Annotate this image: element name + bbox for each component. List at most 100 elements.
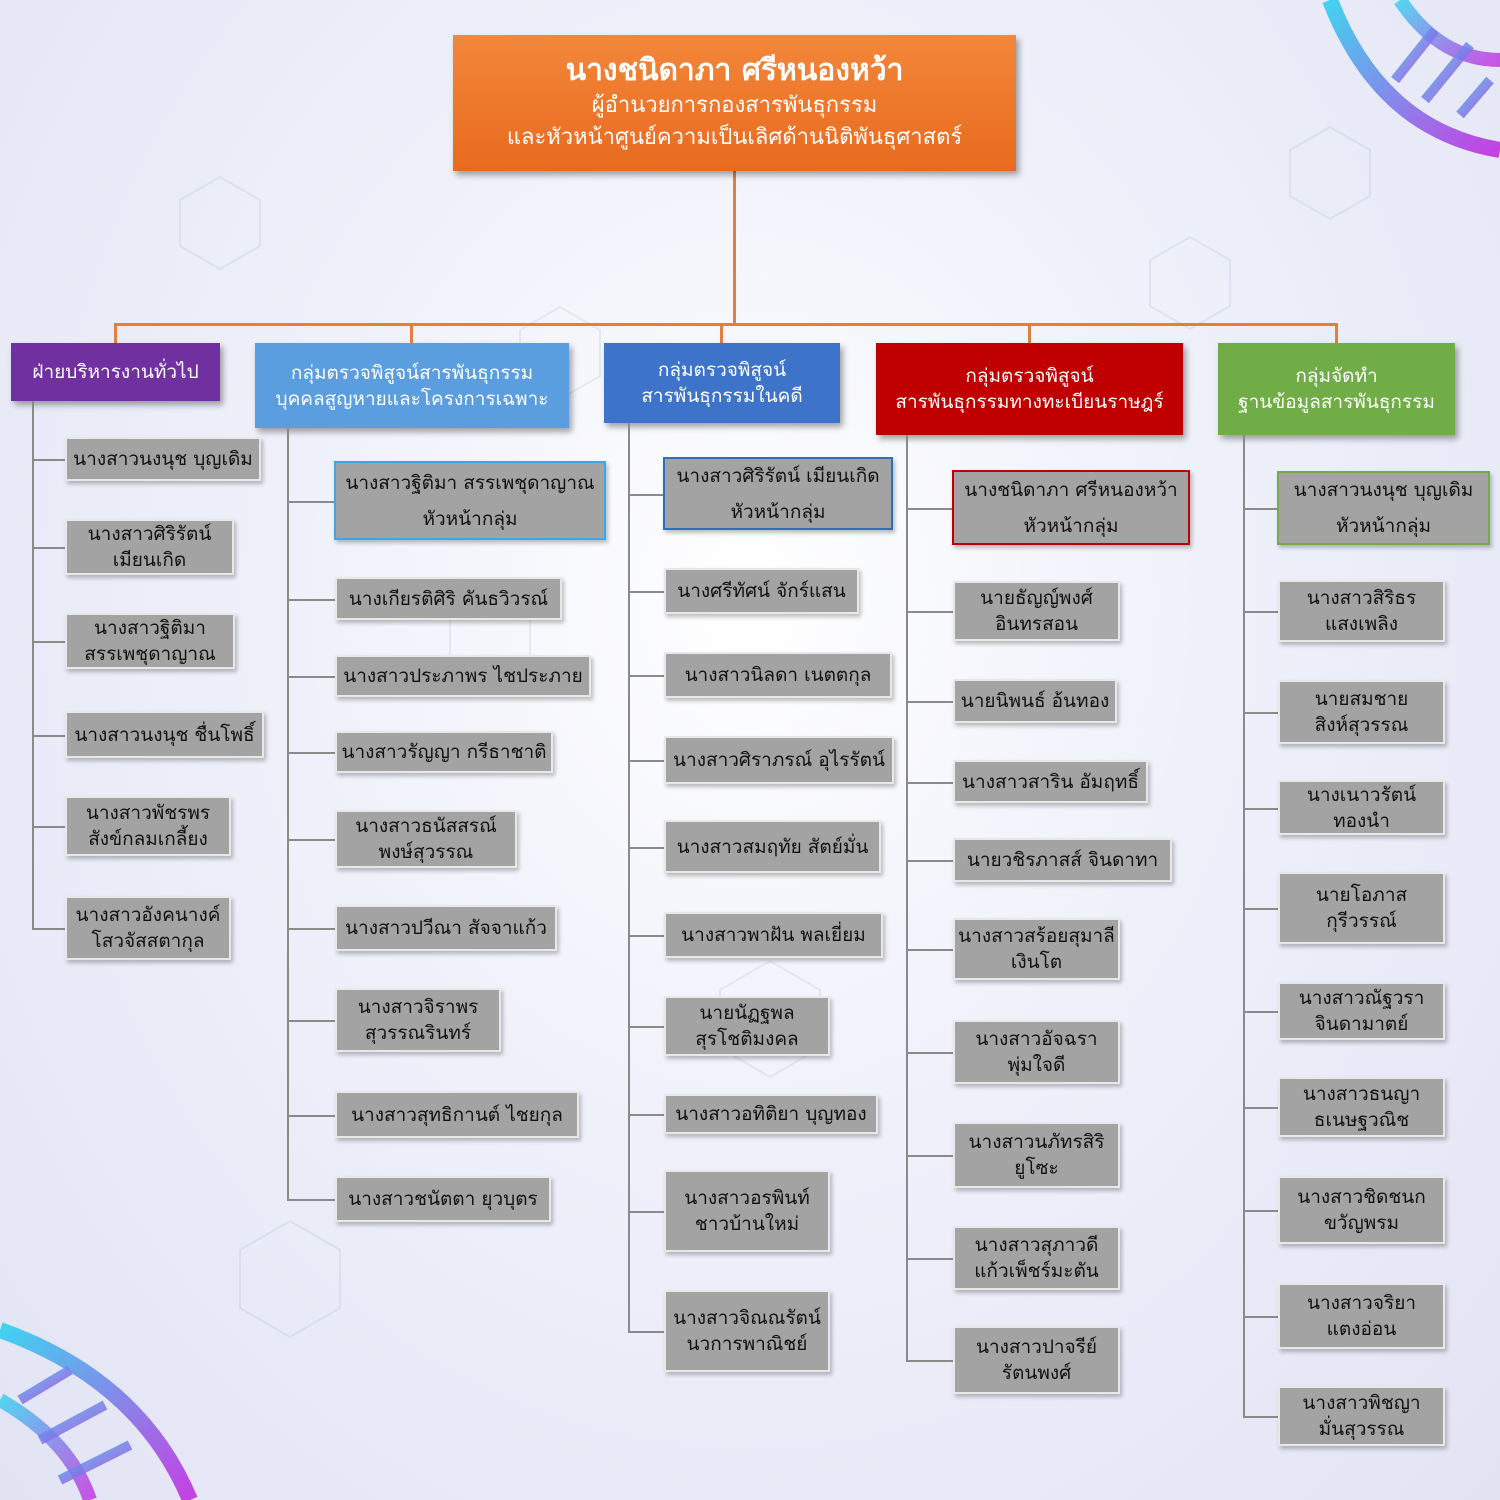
member-name: นางสาวประภาพร ไชประภาย xyxy=(343,665,583,687)
group-leader-card: นางสาวศิริรัตน์ เมียนเกิดหัวหน้ากลุ่ม xyxy=(663,457,893,530)
member-card: นางสาวพาฝัน พลเยี่ยม xyxy=(664,912,883,958)
member-card: นางสาวสาริน อัมฤทธิ์ xyxy=(953,760,1148,803)
tree-branch-line xyxy=(906,701,953,703)
tree-branch-line xyxy=(628,760,664,762)
member-card: นางสาวประภาพร ไชประภาย xyxy=(335,655,591,697)
member-name: นางสาวชิดชนก xyxy=(1297,1186,1426,1208)
member-name: นางสาวอรพินท์ xyxy=(684,1187,810,1209)
tree-trunk-line xyxy=(32,401,34,929)
department-label: กลุ่มตรวจพิสูจน์สารพันธุกรรม xyxy=(290,361,534,384)
department-civil-registration: กลุ่มตรวจพิสูจน์ สารพันธุกรรมทางทะเบียนร… xyxy=(876,343,1183,435)
member-name-line-2: ธเนษฐวณิช xyxy=(1313,1109,1410,1131)
tree-branch-line xyxy=(628,935,664,937)
member-name: นางสาวณัฐวรา xyxy=(1298,987,1425,1009)
member-card: นายนัฏฐพลสุรโชติมงคล xyxy=(664,996,830,1056)
department-label: กลุ่มจัดทำ xyxy=(1295,365,1378,387)
member-card: นางสาวอรพินท์ชาวบ้านใหม่ xyxy=(664,1170,830,1252)
member-name: นางสาวสร้อยสุมาลี xyxy=(958,925,1115,947)
member-card: นางสาวนิลดา เนตตกุล xyxy=(664,652,892,698)
member-name: นางสาวศิริรัตน์ เมียนเกิด xyxy=(676,464,880,487)
director-name: นางชนิดาภา ศรีหนองหว้า xyxy=(565,53,904,88)
member-name: นายวชิรภาสส์ จินดาทา xyxy=(966,849,1159,871)
member-card: นายสมชายสิงห์สุวรรณ xyxy=(1278,680,1445,744)
connector-dept-3 xyxy=(720,323,723,343)
tree-branch-line xyxy=(32,547,65,549)
member-name-line-2: ขวัญพรม xyxy=(1323,1212,1400,1234)
connector-horizontal xyxy=(114,323,1338,326)
tree-branch-line xyxy=(1243,508,1277,510)
member-card: นางสาวปาจรีย์รัตนพงศ์ xyxy=(953,1326,1120,1394)
member-name: นายธัญญ์พงศ์ xyxy=(980,587,1093,609)
member-name: นางสาวชนัตตา ยุวบุตร xyxy=(348,1188,538,1210)
member-name-line-2: แสงเพลิง xyxy=(1324,613,1399,635)
member-name: นางสาวรัญญา กรีธาชาติ xyxy=(341,741,547,763)
tree-branch-line xyxy=(1243,712,1278,714)
member-name-line-2: นวการพาณิชย์ xyxy=(686,1333,808,1355)
tree-branch-line xyxy=(628,1331,664,1333)
tree-branch-line xyxy=(906,1258,953,1260)
member-card: นางสาวชิดชนกขวัญพรม xyxy=(1278,1176,1445,1244)
member-name: นางสาวพัชรพร xyxy=(85,802,211,824)
tree-branch-line xyxy=(1243,1210,1278,1212)
tree-branch-line xyxy=(287,928,335,930)
group-leader-card: นางสาวนงนุช บุญเดิมหัวหน้ากลุ่ม xyxy=(1277,471,1490,545)
connector-dept-5 xyxy=(1335,323,1338,343)
member-name: นางสาวศิราภรณ์ อุไรรัตน์ xyxy=(673,749,885,771)
member-name: นางสาวสมฤทัย สัตย์มั่น xyxy=(676,835,869,858)
tree-trunk-line xyxy=(906,435,908,1361)
department-missing-persons: กลุ่มตรวจพิสูจน์สารพันธุกรรม บุคคลสูญหาย… xyxy=(255,343,569,428)
department-label: บุคคลสูญหายและโครงการเฉพาะ xyxy=(275,387,549,410)
member-card: นางสาวอทิติยา บุญทอง xyxy=(664,1094,878,1134)
tree-branch-line xyxy=(287,500,334,503)
member-role: หัวหน้ากลุ่ม xyxy=(1023,514,1119,537)
member-name: นางสาวอทิติยา บุญทอง xyxy=(675,1103,867,1125)
member-card: นางสาวจริยาแตงอ่อน xyxy=(1278,1283,1445,1349)
member-name: นางสาวจริยา xyxy=(1306,1292,1416,1314)
tree-branch-line xyxy=(287,1020,335,1022)
member-name: นายโอภาส xyxy=(1315,884,1408,906)
member-name-line-2: กุรีวรรณ์ xyxy=(1326,910,1397,932)
member-name: นางสาวพาฝัน พลเยี่ยม xyxy=(681,924,866,946)
member-card: นางสาวสมฤทัย สัตย์มั่น xyxy=(664,820,881,873)
member-card: นางสาวศิริรัตน์เมียนเกิด xyxy=(65,519,234,575)
group-leader-card: นางสาวฐิติมา สรรเพชุดาญาณหัวหน้ากลุ่ม xyxy=(334,461,606,540)
member-card: นางสาวนภัทรสิริยูโซะ xyxy=(953,1122,1120,1188)
member-name: นางสาวพิชญา xyxy=(1302,1392,1421,1414)
tree-branch-line xyxy=(906,949,953,951)
member-card: นางสาวจิราพรสุวรรณรินทร์ xyxy=(335,988,501,1052)
tree-branch-line xyxy=(628,1211,664,1213)
tree-branch-line xyxy=(628,591,664,593)
member-name-line-2: เงินโต xyxy=(1010,951,1063,973)
member-card: นางสาวพัชรพรสังข์กลมเกลี้ยง xyxy=(65,796,231,856)
connector-dept-2 xyxy=(410,323,413,343)
tree-branch-line xyxy=(906,1360,953,1362)
tree-branch-line xyxy=(32,641,65,643)
tree-trunk-line xyxy=(287,428,289,1200)
member-name: นายนิพนธ์ อ้นทอง xyxy=(960,690,1110,712)
department-general-admin: ฝ่ายบริหารงานทั่วไป xyxy=(11,343,220,401)
connector-dept-4 xyxy=(1028,323,1031,343)
member-name: นางสาวสาริน อัมฤทธิ์ xyxy=(962,770,1139,793)
member-name: นายสมชาย xyxy=(1314,688,1409,710)
member-card: นางสาวฐิติมาสรรเพชุดาญาณ xyxy=(65,613,235,669)
tree-branch-line xyxy=(1243,1416,1278,1418)
tree-branch-line xyxy=(32,928,65,930)
department-label: ฝ่ายบริหารงานทั่วไป xyxy=(32,361,199,383)
member-name: นางสาวธนญา xyxy=(1302,1083,1421,1105)
tree-branch-line xyxy=(1243,1316,1278,1318)
member-role: หัวหน้ากลุ่ม xyxy=(422,507,518,530)
member-name-line-2: ทองนำ xyxy=(1333,809,1390,832)
connector-director xyxy=(733,170,736,325)
member-name: นางสาวอังคนางค์ xyxy=(75,904,221,926)
member-name-line-2: เมียนเกิด xyxy=(112,549,187,571)
tree-branch-line xyxy=(1243,908,1278,910)
member-name: นางสาวศิริรัตน์ xyxy=(87,523,212,545)
tree-branch-line xyxy=(1243,611,1278,613)
department-label: สารพันธุกรรมในคดี xyxy=(641,385,803,407)
member-role: หัวหน้ากลุ่ม xyxy=(1335,515,1432,537)
tree-branch-line xyxy=(287,1114,335,1117)
member-card: นางศรีทัศน์ จักร์แสน xyxy=(664,568,859,614)
director-title-1: ผู้อำนวยการกองสารพันธุกรรม xyxy=(591,93,878,118)
member-card: นางสาวพิชญามั่นสุวรรณ xyxy=(1278,1386,1445,1446)
